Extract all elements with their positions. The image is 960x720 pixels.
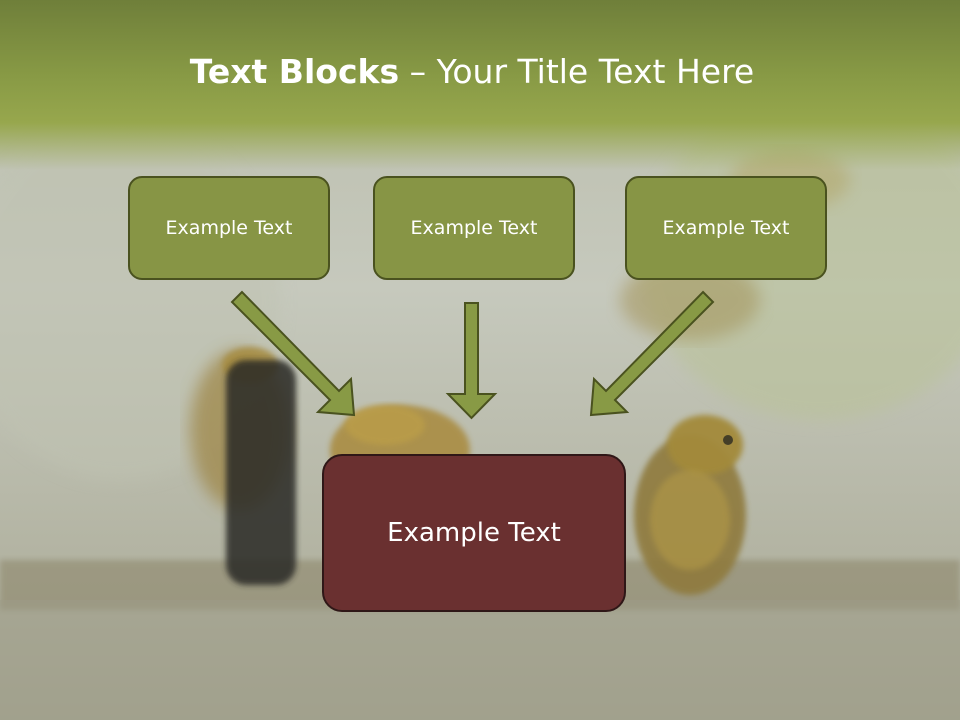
text-block-2-label: Example Text — [410, 217, 538, 239]
title-bold: Text Blocks — [189, 52, 400, 91]
arrow-down-left-icon — [589, 290, 715, 417]
slide-title: Text Blocks – Your Title Text Here — [0, 52, 944, 91]
result-text-block-label: Example Text — [387, 518, 561, 548]
title-separator: – — [399, 52, 437, 91]
arrow-down-icon — [445, 302, 498, 420]
title-banner — [0, 0, 960, 170]
text-block-3[interactable]: Example Text — [625, 176, 827, 280]
arrow-down-right-icon — [230, 290, 356, 417]
result-text-block[interactable]: Example Text — [322, 454, 626, 612]
text-block-2[interactable]: Example Text — [373, 176, 575, 280]
title-rest: Your Title Text Here — [436, 52, 755, 91]
text-block-1-label: Example Text — [165, 217, 293, 239]
text-block-3-label: Example Text — [662, 217, 790, 239]
text-block-1[interactable]: Example Text — [128, 176, 330, 280]
